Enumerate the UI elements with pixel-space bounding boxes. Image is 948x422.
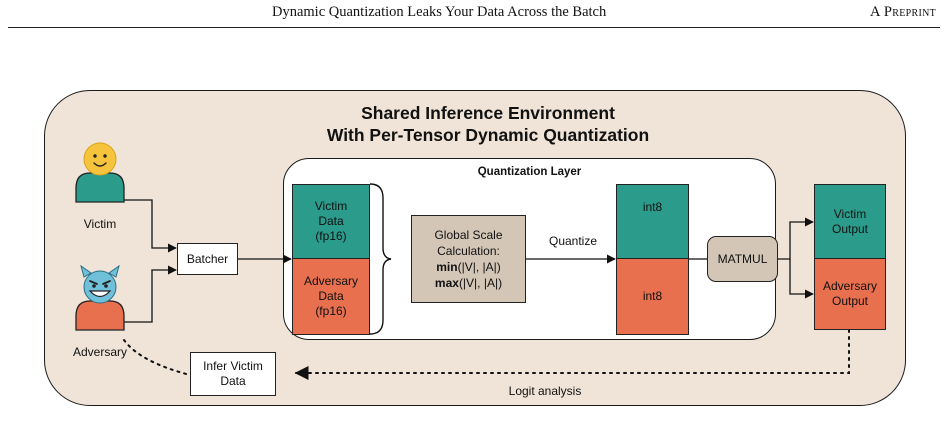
batcher-box: Batcher (177, 243, 238, 275)
quantization-layer-title: Quantization Layer (477, 166, 582, 178)
infer-victim-data-box: Infer Victim Data (190, 352, 276, 396)
logit-analysis-label: Logit analysis (508, 384, 582, 398)
smiley-icon (83, 142, 117, 176)
quantize-label: Quantize (548, 234, 598, 248)
matmul-to-adversary-output-arrow (789, 259, 814, 299)
running-header-label: A Preprint (869, 4, 936, 20)
batcher-label: Batcher (186, 251, 229, 266)
adversary-output-box: Adversary Output (814, 258, 886, 330)
victim-to-batcher-arrow (124, 199, 177, 253)
adversary-to-batcher-arrow (124, 265, 177, 323)
adversary-data-box: Adversary Data (fp16) (292, 258, 370, 335)
logit-analysis-arrow (294, 329, 850, 380)
victim-label: Victim (83, 217, 117, 231)
int8-victim-box: int8 (616, 184, 689, 259)
input-brace (369, 183, 392, 335)
adversary-body (75, 300, 125, 331)
global-scale-box: Global Scale Calculation: min(|V|, |A|) … (411, 215, 526, 303)
scale-min-line: min(|V|, |A|) (436, 260, 501, 274)
victim-data-box: Victim Data (fp16) (292, 184, 370, 259)
matmul-box: MATMUL (707, 236, 778, 282)
environment-title: Shared Inference Environment With Per-Te… (326, 103, 650, 145)
victim-output-box: Victim Output (814, 184, 886, 259)
victim-figure (75, 142, 125, 203)
scale-max-line: max(|V|, |A|) (434, 276, 503, 290)
matmul-to-victim-output-arrow (778, 217, 814, 260)
adversary-label: Adversary (72, 345, 128, 359)
victim-body (75, 172, 125, 203)
header-rule (8, 27, 940, 28)
int8-adversary-box: int8 (616, 258, 689, 335)
adversary-figure (75, 265, 125, 331)
devil-face-icon (80, 265, 120, 304)
running-header-title: Dynamic Quantization Leaks Your Data Acr… (272, 4, 607, 20)
